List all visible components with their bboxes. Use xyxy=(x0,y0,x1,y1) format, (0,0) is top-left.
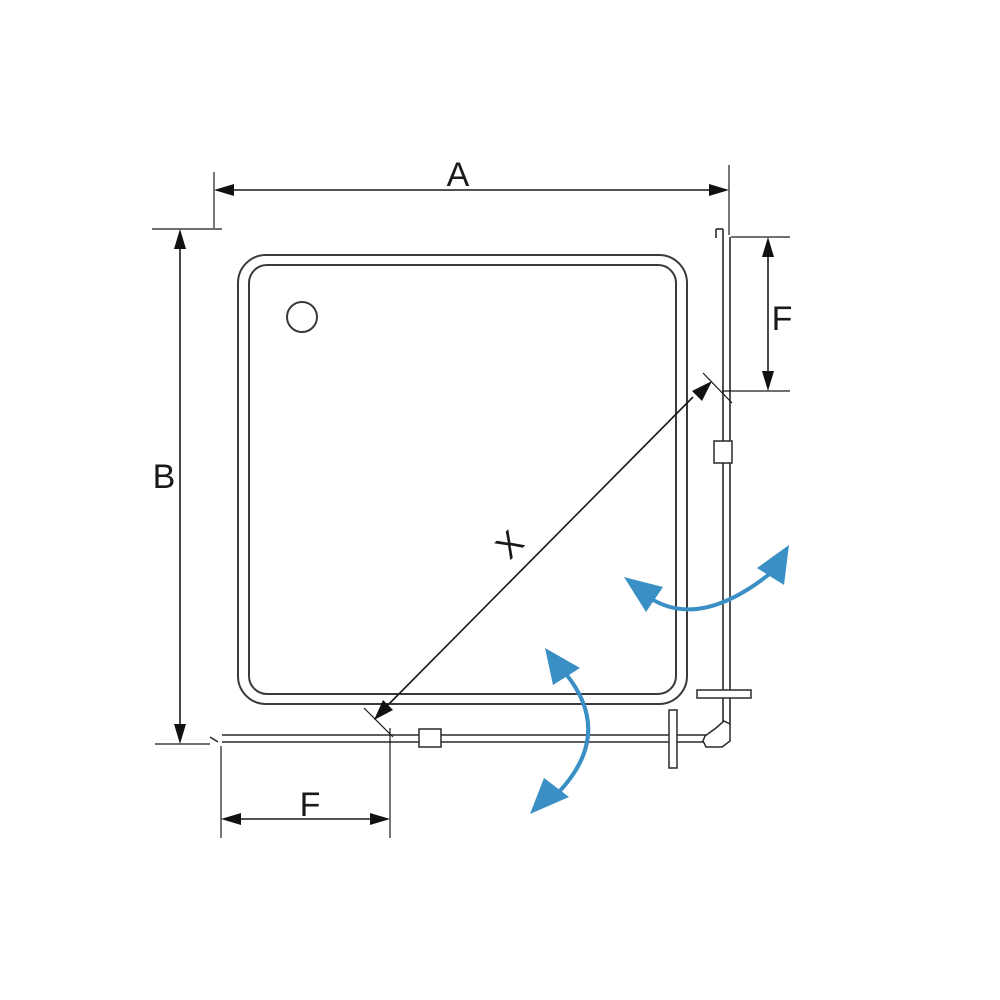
dimension-f-bottom-arrow-right xyxy=(370,813,390,825)
door-swing-right-arrow-left xyxy=(624,577,663,612)
dimension-a-arrow-left xyxy=(214,184,234,196)
drain-icon xyxy=(286,301,318,333)
dimension-f-bottom: F xyxy=(220,728,391,838)
door-swing-bottom-arrow-top xyxy=(545,648,580,685)
dimension-f-right-arrow-bottom xyxy=(762,371,774,391)
dimension-f-right-label: F xyxy=(772,300,793,338)
bottom-glass-panel xyxy=(209,709,731,769)
dimension-a: A xyxy=(213,156,730,235)
door-swing-bottom xyxy=(530,648,591,814)
dimension-b-arrow-top xyxy=(174,229,186,249)
door-swing-bottom-arc xyxy=(554,672,591,797)
dimension-x-tick-top xyxy=(702,372,733,404)
dimension-x-tick-bottom xyxy=(363,707,394,738)
dimension-f-right: F xyxy=(722,236,793,392)
bottom-hinge xyxy=(418,728,442,748)
dimension-x-arrow-bottom xyxy=(374,700,393,720)
dimension-a-label: A xyxy=(447,156,470,194)
right-handle-bar xyxy=(696,689,752,699)
door-swing-right xyxy=(624,545,789,612)
right-hinge xyxy=(713,440,733,464)
dimension-x-line xyxy=(385,396,694,708)
door-swing-bottom-arrow-bottom xyxy=(530,778,569,814)
door-swing-right-arc xyxy=(648,570,774,612)
dimension-a-arrow-right xyxy=(709,184,729,196)
bottom-glass-end xyxy=(209,736,219,743)
bottom-handle-bar xyxy=(668,709,678,769)
dimension-x-label: X xyxy=(489,524,532,567)
dimension-b-label: B xyxy=(153,458,176,496)
dimension-b: B xyxy=(152,228,222,745)
dimension-f-right-arrow-top xyxy=(762,237,774,257)
dimension-x-arrow-top xyxy=(692,381,712,401)
tray-inner-rim xyxy=(248,264,677,695)
tray-outer-rim xyxy=(237,254,688,705)
dimension-f-bottom-arrow-left xyxy=(221,813,241,825)
door-swing-right-arrow-right xyxy=(757,545,789,585)
dimension-b-arrow-bottom xyxy=(174,724,186,744)
shower-tray xyxy=(237,254,688,705)
dimension-f-bottom-label: F xyxy=(300,786,321,824)
right-glass-panel xyxy=(696,228,752,730)
corner-connector xyxy=(702,720,731,748)
